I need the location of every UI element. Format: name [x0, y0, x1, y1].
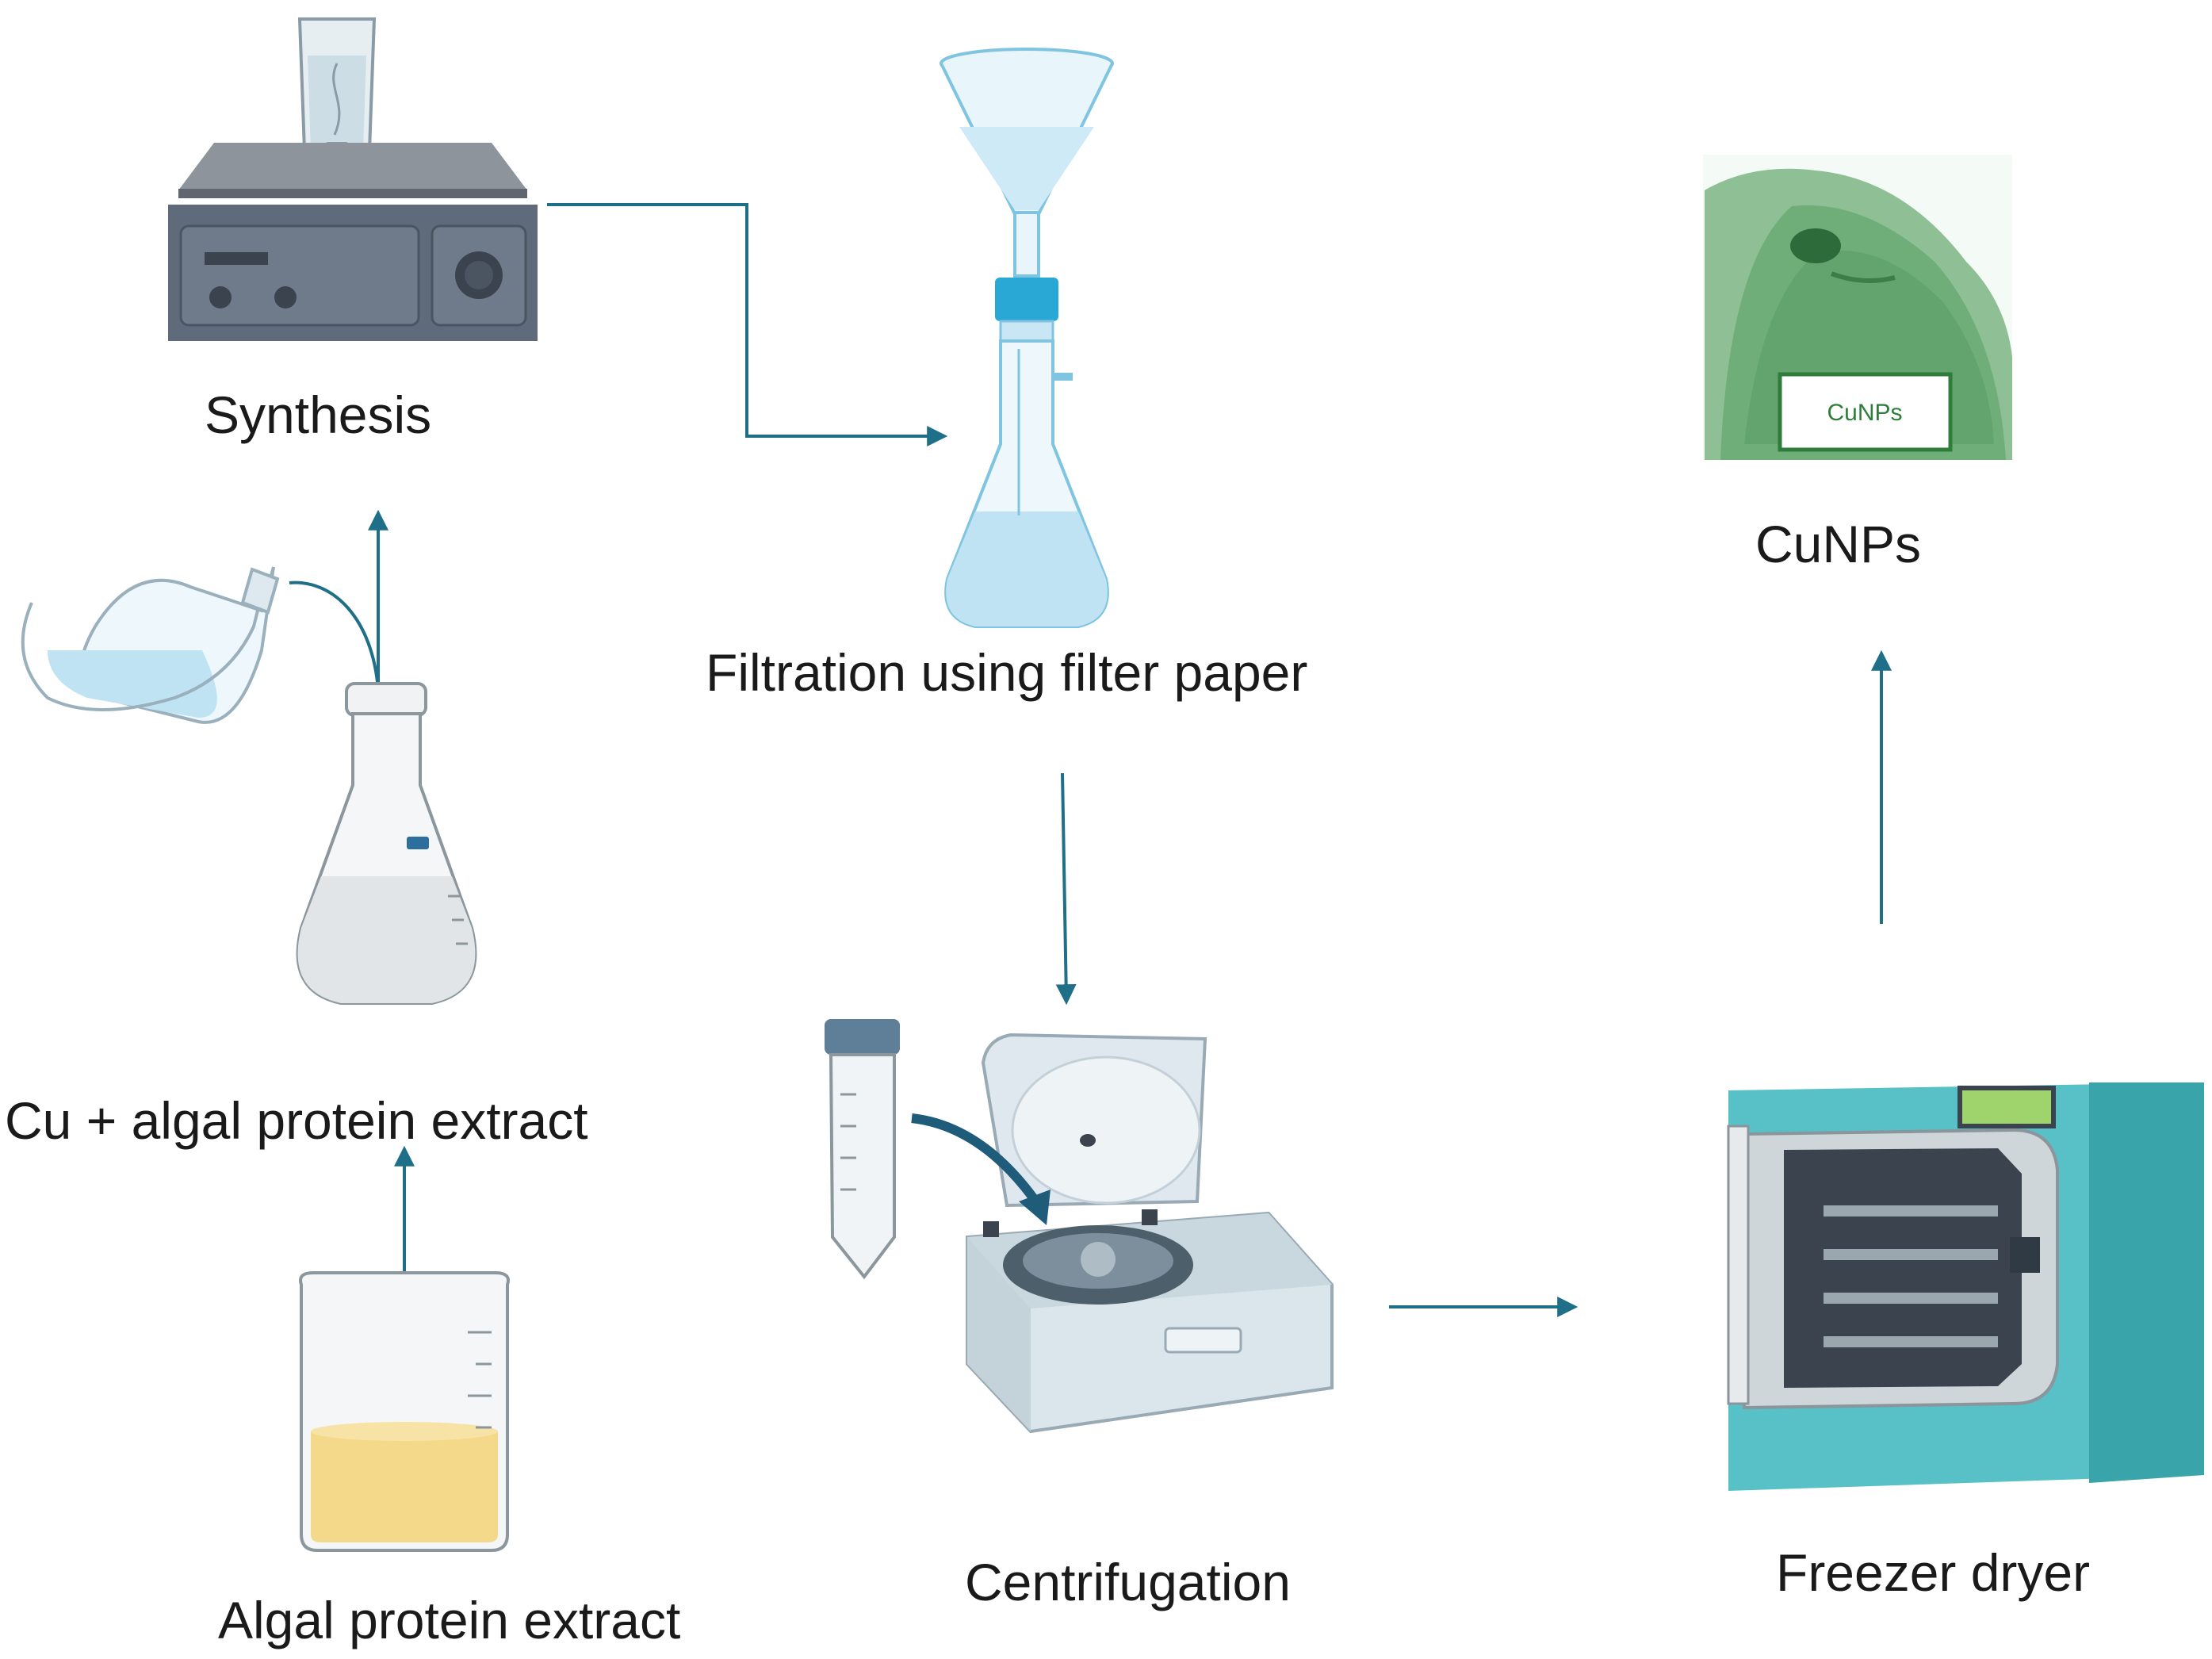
pouring-flask-icon — [21, 566, 280, 724]
beaker-icon — [299, 1271, 510, 1552]
step-label-synthesis: Synthesis — [205, 385, 432, 444]
step-label-centrifugation: Centrifugation — [965, 1553, 1291, 1611]
magnetic-stirrer-icon — [168, 17, 538, 341]
filtration-flask-icon — [940, 48, 1114, 628]
step-label-algal-extract: Algal protein extract — [218, 1591, 681, 1649]
step-label-filtration: Filtration using filter paper — [706, 643, 1308, 702]
centrifuge-icon — [825, 1019, 1334, 1434]
step-label-freezer-dryer: Freezer dryer — [1776, 1543, 2091, 1602]
arrow-synthesis-to-filtration — [547, 203, 948, 446]
powder-tag-text: CuNPs — [1827, 400, 1902, 426]
freezer-dryer-icon — [1727, 1082, 2204, 1491]
pour-curve — [289, 580, 380, 691]
step-label-cunps: CuNPs — [1755, 515, 1922, 573]
flow-arrows — [289, 203, 1892, 1317]
step-label-mix: Cu + algal protein extract — [5, 1091, 588, 1150]
cunps-powder-icon: CuNPs — [1703, 155, 2012, 460]
arrow-filtration-to-centrifugation — [1055, 772, 1077, 1006]
erlenmeyer-flask-icon — [296, 682, 477, 1005]
